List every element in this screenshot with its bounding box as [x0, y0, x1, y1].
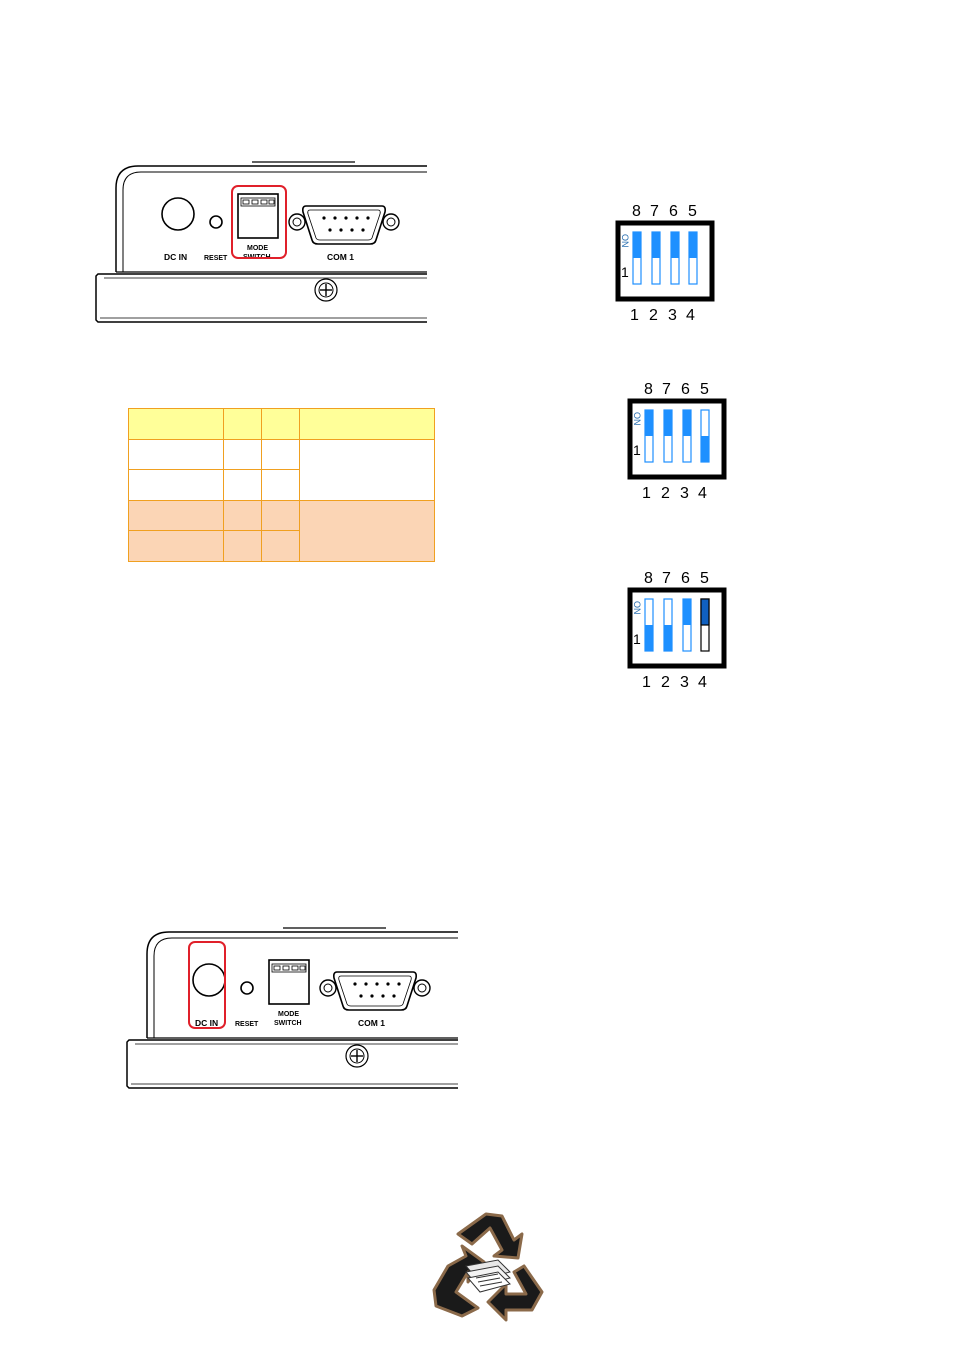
table-cell — [223, 469, 262, 501]
dip-switch-lever — [683, 410, 691, 436]
table-cell — [223, 530, 262, 562]
table-cell — [128, 499, 224, 532]
table-cell — [299, 438, 435, 501]
table-cell — [223, 499, 262, 532]
reset-label: RESET — [204, 255, 228, 262]
screw-icon — [314, 278, 338, 302]
dip-switch-lever — [645, 625, 653, 651]
table-cell — [299, 408, 435, 440]
switch-label: SWITCH — [274, 1020, 302, 1027]
dip-bottom-number: 4 — [698, 485, 707, 502]
dc-in-highlight — [188, 941, 226, 1029]
dip-switch-lever — [664, 625, 672, 651]
table-cell — [261, 530, 300, 562]
dip-side-label: 1 — [633, 631, 641, 647]
mode-table — [128, 408, 435, 563]
mode-switch — [237, 193, 279, 239]
dip-bottom-number: 3 — [680, 674, 689, 691]
com1-port — [288, 205, 400, 245]
dip-on-label: ON — [632, 601, 642, 615]
table-cell — [299, 499, 435, 563]
dip-bottom-number: 3 — [668, 307, 677, 324]
reset-button — [240, 981, 254, 995]
table-cell — [128, 469, 224, 501]
com1-label: COM 1 — [358, 1018, 385, 1028]
dip-top-number: 7 — [650, 203, 659, 220]
dip-side-label: 1 — [633, 442, 641, 458]
dip-top-number: 8 — [644, 570, 653, 587]
dip-bottom-number: 2 — [661, 674, 670, 691]
dip-bottom-number: 4 — [686, 307, 695, 324]
mode-label: MODE — [247, 245, 268, 252]
table-cell — [261, 408, 300, 440]
dip-switch-lever — [683, 599, 691, 625]
dip-switch-lever — [645, 410, 653, 436]
table-cell — [128, 438, 224, 471]
mode-label: MODE — [278, 1011, 299, 1018]
dip-top-number: 6 — [669, 203, 678, 220]
dip-switch-diagram-3: 8 7 6 5 ON 1 1 2 3 4 — [627, 570, 727, 691]
dc-in-label: DC IN — [164, 252, 187, 262]
mode-switch — [268, 959, 310, 1005]
dc-in-jack — [161, 197, 195, 231]
dip-frame — [627, 398, 727, 480]
table-cell — [223, 408, 262, 440]
dip-bottom-number: 1 — [642, 674, 651, 691]
table-cell — [261, 469, 300, 501]
dip-switch-lever — [701, 436, 709, 462]
dip-bottom-number: 1 — [642, 485, 651, 502]
dip-bottom-number: 2 — [649, 307, 658, 324]
table-cell — [128, 530, 224, 562]
table-cell — [128, 408, 224, 440]
dip-switch-lever — [664, 410, 672, 436]
dip-bottom-number: 2 — [661, 485, 670, 502]
com1-port — [319, 971, 431, 1011]
dip-on-label: ON — [620, 234, 630, 248]
dc-in-label: DC IN — [195, 1018, 218, 1028]
reset-label: RESET — [235, 1021, 259, 1028]
com1-label: COM 1 — [327, 252, 354, 262]
dip-frame — [615, 220, 715, 302]
recycle-icon — [432, 1212, 544, 1322]
panel-top-diagram: DC IN RESET MODE SWITCH COM 1 — [95, 161, 427, 323]
dip-top-number: 5 — [688, 203, 697, 220]
dip-switch-diagram-1: 8 7 6 5 ON 1 1 2 3 4 — [615, 203, 715, 324]
dip-switch-lever — [671, 232, 679, 258]
dip-top-number: 8 — [632, 203, 641, 220]
dip-switch-lever — [633, 232, 641, 258]
table-cell — [261, 438, 300, 471]
screw-icon — [345, 1044, 369, 1068]
dip-top-number: 7 — [662, 381, 671, 398]
dc-in-jack — [192, 963, 226, 997]
dip-top-number: 8 — [644, 381, 653, 398]
dip-bottom-number: 3 — [680, 485, 689, 502]
reset-button — [209, 215, 223, 229]
dip-side-label: 1 — [621, 264, 629, 280]
dip-top-number: 5 — [700, 570, 709, 587]
dip-top-number: 7 — [662, 570, 671, 587]
dip-bottom-number: 1 — [630, 307, 639, 324]
dip-top-number: 6 — [681, 381, 690, 398]
panel-bottom-diagram: DC IN RESET MODE SWITCH COM 1 — [126, 927, 458, 1089]
table-cell — [261, 499, 300, 532]
mode-switch-highlight — [231, 185, 287, 259]
dip-bottom-number: 4 — [698, 674, 707, 691]
dip-frame — [627, 587, 727, 669]
dip-switch-lever — [652, 232, 660, 258]
newspaper-stack — [465, 1259, 511, 1293]
dip-switch-lever — [689, 232, 697, 258]
dip-top-number: 6 — [681, 570, 690, 587]
dip-on-label: ON — [632, 412, 642, 426]
table-cell — [223, 438, 262, 471]
dip-top-number: 5 — [700, 381, 709, 398]
dip-switch-diagram-2: 8 7 6 5 ON 1 1 2 3 4 — [627, 381, 727, 502]
dip-switch-lever — [700, 598, 710, 626]
